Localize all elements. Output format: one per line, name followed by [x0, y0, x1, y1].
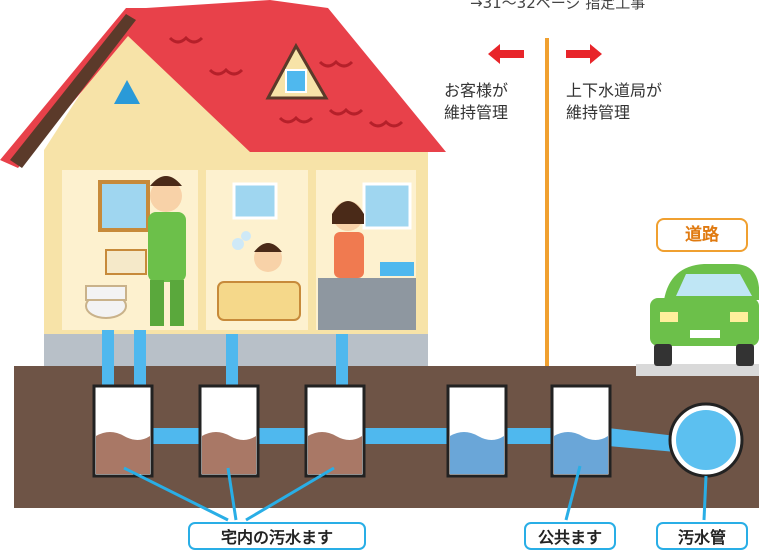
- child-bathing-figure: [232, 231, 282, 272]
- roof-scallops: [168, 35, 404, 128]
- drain-pipe: [336, 334, 348, 386]
- dormer-window: [285, 69, 307, 93]
- customer-maintenance-line1: お客様が: [444, 81, 509, 100]
- drain-pipe: [134, 330, 146, 386]
- left-arrow-icon: [488, 44, 524, 64]
- callout-lines: [123, 465, 708, 522]
- intermediate-basin: [446, 384, 508, 478]
- private-basin: [92, 384, 154, 478]
- public-basin: [550, 384, 612, 478]
- connecting-pipe: [608, 428, 676, 452]
- road-label: 道路: [656, 218, 748, 252]
- car-illustration: [650, 264, 759, 366]
- drain-pipe: [226, 334, 238, 386]
- bureau-maintenance-line1: 上下水道局が: [566, 81, 663, 100]
- kitchen-window: [362, 182, 412, 230]
- dish-rack-icon: [380, 262, 414, 276]
- bathtub-icon: [217, 281, 301, 321]
- connecting-pipe: [256, 428, 306, 444]
- private-basin-label: 宅内の汚水ます: [188, 522, 366, 550]
- person-brushing-teeth-figure: [148, 176, 186, 326]
- page-reference-note: →31〜32ページ 指定工事: [470, 0, 646, 12]
- connecting-pipe: [362, 428, 448, 444]
- drain-pipe: [102, 330, 114, 386]
- customer-maintenance-line2: 維持管理: [444, 103, 509, 122]
- bath-window: [232, 182, 278, 220]
- connecting-pipe: [150, 428, 200, 444]
- private-basin: [304, 384, 366, 478]
- connecting-pipe: [504, 428, 552, 444]
- public-basin-label: 公共ます: [524, 522, 616, 550]
- house-gable: [44, 20, 250, 150]
- sink-counter-icon: [318, 278, 416, 330]
- sewer-pipe-inner: [676, 410, 736, 470]
- house-roof-edge: [10, 14, 136, 168]
- private-basin: [198, 384, 260, 478]
- bureau-maintenance-line2: 維持管理: [566, 103, 631, 122]
- road-surface: [636, 364, 759, 376]
- bureau-maintenance-label: 上下水道局が 維持管理: [566, 80, 662, 124]
- customer-maintenance-label: お客様が 維持管理: [444, 80, 508, 124]
- gable-window-icon: [114, 80, 140, 104]
- right-arrow-icon: [566, 44, 602, 64]
- washbasin-icon: [105, 249, 147, 275]
- toilet-tank: [85, 285, 127, 301]
- sewer-pipe-label: 汚水管: [656, 522, 748, 550]
- responsibility-divider: [545, 38, 549, 366]
- woman-washing-dishes-figure: [332, 201, 364, 278]
- mirror: [98, 180, 150, 232]
